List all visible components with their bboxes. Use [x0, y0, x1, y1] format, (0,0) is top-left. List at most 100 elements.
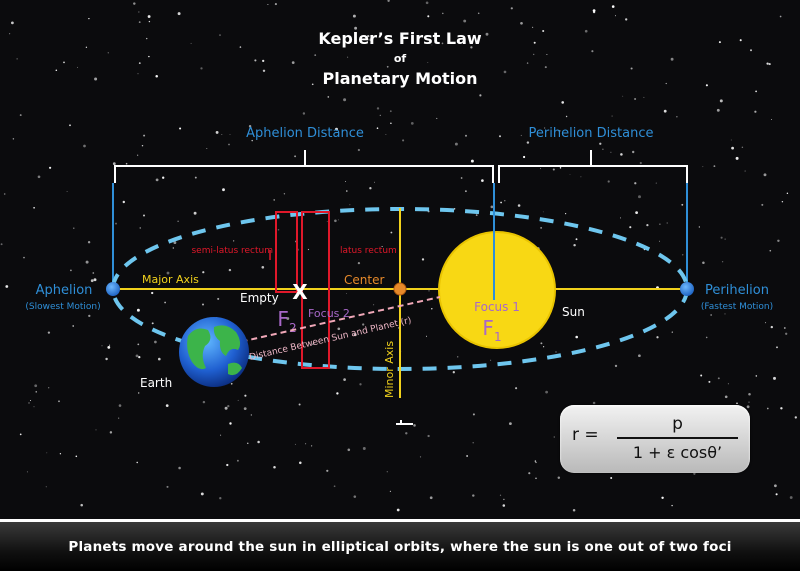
star — [158, 357, 161, 361]
star — [148, 20, 151, 23]
star — [148, 55, 150, 58]
earth-continent — [228, 362, 242, 376]
star — [172, 247, 174, 249]
title-line-1: Kepler’s First Law — [318, 29, 482, 48]
star — [357, 261, 361, 265]
star — [16, 58, 18, 60]
star — [783, 327, 786, 329]
star — [681, 203, 684, 206]
star — [543, 346, 545, 348]
orbit-diagram: Kepler’s First Law of Planetary Motion A… — [0, 0, 797, 512]
star — [465, 134, 467, 137]
star — [200, 67, 203, 70]
star — [386, 471, 388, 473]
star — [367, 34, 370, 38]
star — [498, 135, 502, 138]
major-axis-label: Major Axis — [142, 273, 199, 286]
aphelion-distance-label: Aphelion Distance — [246, 126, 364, 141]
star — [307, 248, 310, 251]
star — [334, 219, 337, 223]
star — [11, 21, 14, 25]
star — [620, 217, 621, 219]
sun — [438, 231, 556, 349]
star — [190, 42, 192, 44]
star — [485, 32, 489, 36]
star — [166, 271, 170, 275]
star — [761, 203, 764, 206]
star — [179, 127, 182, 130]
star — [781, 200, 784, 203]
perihelion-bracket — [498, 150, 688, 183]
star — [122, 200, 126, 204]
star — [226, 463, 229, 467]
star — [141, 144, 144, 147]
star — [526, 62, 529, 64]
star — [357, 148, 361, 152]
star — [387, 0, 390, 2]
star — [0, 243, 3, 246]
star — [19, 433, 22, 436]
star — [479, 94, 482, 97]
star — [693, 472, 696, 475]
star — [698, 226, 700, 228]
star — [254, 59, 257, 62]
semi-latus-rectum-box — [275, 211, 298, 293]
star — [779, 15, 782, 18]
star — [239, 46, 242, 48]
star — [312, 343, 314, 345]
star — [133, 2, 136, 5]
star — [431, 308, 433, 310]
star — [228, 268, 232, 272]
star — [671, 504, 673, 507]
star — [661, 496, 664, 500]
star — [625, 18, 628, 21]
star — [629, 226, 632, 229]
perihelion-distance-label: Perihelion Distance — [529, 126, 654, 141]
star — [147, 15, 151, 18]
star — [460, 177, 463, 179]
star — [137, 392, 140, 394]
star — [535, 461, 537, 464]
star — [136, 308, 140, 312]
star — [35, 391, 37, 393]
star — [75, 455, 78, 458]
star — [396, 508, 400, 512]
star — [540, 227, 542, 229]
star — [429, 496, 433, 500]
star — [237, 399, 239, 401]
star — [481, 179, 484, 182]
star — [202, 271, 205, 274]
star — [143, 214, 145, 217]
star — [336, 392, 339, 395]
star — [748, 393, 751, 396]
star — [410, 122, 414, 125]
star — [754, 110, 757, 113]
star — [58, 400, 60, 403]
star — [385, 133, 387, 135]
star — [359, 383, 362, 386]
perihelion-point — [680, 282, 694, 296]
star — [221, 134, 223, 135]
star — [164, 301, 166, 304]
star — [376, 127, 379, 130]
star — [46, 452, 48, 454]
star — [765, 322, 767, 324]
star — [610, 151, 612, 153]
star — [552, 168, 555, 171]
f2-subscript: 2 — [289, 321, 297, 335]
star — [470, 46, 473, 49]
star — [526, 141, 530, 144]
star — [286, 317, 290, 320]
star — [702, 166, 704, 168]
star — [502, 504, 506, 507]
star — [349, 204, 351, 206]
star — [135, 354, 139, 358]
star — [580, 176, 582, 178]
star — [138, 355, 141, 359]
star — [638, 195, 641, 199]
star — [500, 201, 502, 204]
star — [244, 394, 247, 397]
star — [165, 404, 169, 407]
star — [656, 336, 659, 339]
